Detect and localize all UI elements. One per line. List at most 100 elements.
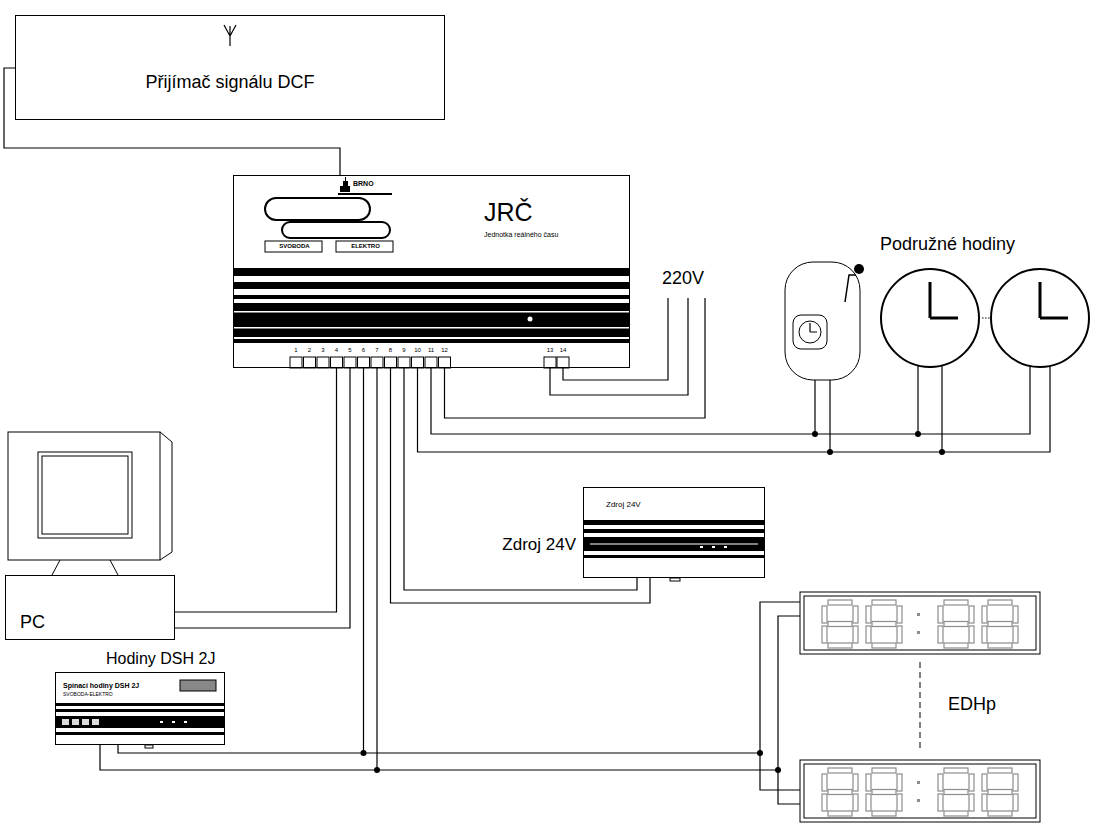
signal-wires [100,298,1050,804]
junction-dots [374,767,380,773]
power-supply-stripes [700,546,703,548]
node-text: Spínací hodiny DSH 2J [63,682,139,690]
time-switch-panel [55,716,225,728]
connector-wire [175,368,337,612]
digital-displays [982,600,1018,648]
slave-clock-symbols [785,262,860,380]
digital-displays [917,613,920,616]
terminal-block [398,357,410,368]
antenna-symbol [224,25,236,46]
digital-displays [938,600,974,648]
control-unit-box: BRNOSVOBODAELEKTROJRČJednotka reálného č… [233,175,630,368]
digital-displays [800,592,1040,654]
terminal-number: 14 [555,347,571,354]
time-switch-panel [62,719,69,725]
node-text: BRNO [353,180,374,188]
digital-displays [938,768,974,816]
terminal-number: 2 [302,347,318,354]
signal-wires [778,616,800,804]
terminal-block [385,357,397,368]
node-text: Zdroj 24V [606,500,641,509]
terminal-number: 5 [342,347,358,354]
digital-displays [917,799,920,802]
junction-dots [939,449,945,455]
terminal-number: 11 [423,347,439,354]
terminal-block [412,357,424,368]
power-supply-stripes [583,529,765,533]
panel-stripes [233,327,630,329]
signal-wires [100,745,778,770]
antenna-symbol [224,25,236,46]
computer-monitor [8,432,172,575]
slave-clock-symbols [881,269,979,367]
digital-displays [804,596,1036,650]
slave-clock-symbols [854,264,864,274]
company-logo [265,177,393,252]
time-switch-panel [160,721,163,723]
time-switch-panel [55,680,225,748]
node-text: Jednotka reálného času [484,231,558,239]
terminal-block [317,357,329,368]
power-supply-stripes [583,520,765,525]
terminal-block [290,357,302,368]
node-text: Zdroj 24V [502,535,576,555]
terminal-block [425,357,437,368]
digital-displays [982,768,1018,816]
signal-wires [760,602,800,790]
power-supply-stripes [590,544,758,545]
terminal-number: 8 [383,347,399,354]
panel-stripes [233,282,630,289]
computer-monitor [52,560,118,575]
slave-clock-symbols [799,321,821,343]
terminal-number: 6 [356,347,372,354]
power-supply-stripes [724,546,727,548]
panel-stripes [233,339,630,343]
digital-displays [917,631,920,634]
company-logo [282,222,390,238]
digital-displays [800,592,1040,822]
digital-displays [920,662,921,752]
terminal-number: 3 [315,347,331,354]
computer-monitor [160,432,172,560]
junction-dots [757,750,763,756]
company-logo [336,241,393,252]
terminal-number: 12 [437,347,453,354]
signal-wires [431,366,1030,434]
time-switch-panel [55,732,225,735]
power-supply-stripes [583,520,765,581]
company-logo [340,177,350,192]
panel-stripes [233,295,630,299]
signal-wires [941,366,942,452]
terminal-block [557,357,569,368]
terminal-block [290,357,569,368]
terminal-block [344,357,356,368]
voltage-label: 220V [662,268,704,289]
caption-label: EDHp [948,694,996,715]
time-switch-panel [172,721,175,723]
junction-dots [361,431,946,773]
node-text: SVOBODA [266,243,323,250]
connector-wire [118,368,364,753]
power-supply-stripes [670,578,680,581]
power-supply-stripes [583,555,765,558]
time-switch-panel [55,709,225,712]
time-switch-panel [145,745,153,748]
node-text: ELEKTRO [337,243,394,250]
node-text: SVOBODA-ELEKTRO [63,692,113,698]
terminal-block [371,357,383,368]
signal-wires [550,298,688,395]
signal-wires [376,368,377,770]
signal-wires [814,380,815,434]
caption-label: Podružné hodiny [880,234,1015,255]
computer-monitor [38,452,132,538]
terminal-number: 13 [542,347,558,354]
time-switch-panel [55,703,225,706]
signal-wires [404,368,637,590]
junction-dots [775,767,781,773]
company-logo [265,198,370,220]
connector-wire [391,368,651,603]
signal-wires [364,752,761,753]
